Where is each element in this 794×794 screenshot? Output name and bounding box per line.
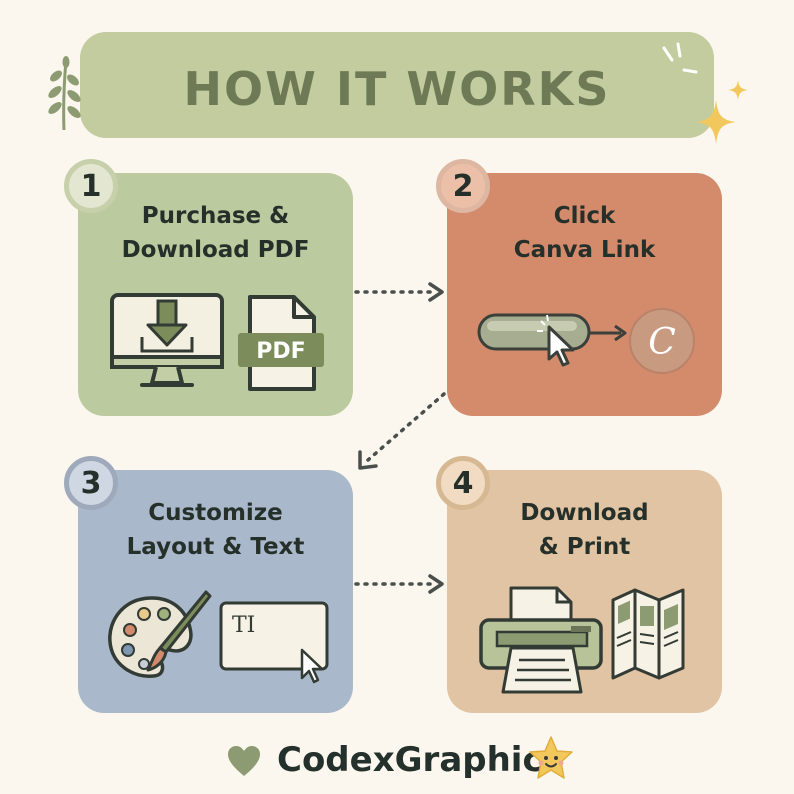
text-box-label: TI — [232, 613, 255, 638]
canva-letter: C — [648, 322, 676, 363]
page-title: HOW IT WORKS — [183, 62, 611, 116]
step-title: Download & Print — [447, 496, 722, 564]
arrow-step1-to-step2 — [354, 282, 444, 302]
arrow-step2-to-step3 — [358, 392, 446, 470]
printer-icon — [479, 586, 603, 694]
step-title: Customize Layout & Text — [78, 496, 353, 564]
star-face-icon — [529, 736, 573, 779]
step-number-badge: 1 — [64, 159, 118, 213]
paint-palette-icon — [108, 590, 212, 678]
header-banner: HOW IT WORKS — [80, 32, 714, 138]
arrow-step3-to-step4 — [354, 574, 444, 594]
step-title-line: Download — [520, 500, 649, 526]
sparkle-stars-icon — [662, 42, 748, 144]
canva-logo-icon: C — [629, 308, 695, 374]
step-title-line: Canva Link — [513, 237, 656, 263]
leaf-sprig-icon — [48, 56, 81, 131]
footer-brand: CodexGraphic — [277, 740, 543, 780]
heart-icon — [228, 746, 260, 776]
step-title-line: Click — [553, 203, 616, 229]
pdf-file-icon: PDF — [238, 295, 324, 391]
step-title-line: Download PDF — [121, 237, 310, 263]
folded-brochure-icon — [611, 588, 685, 680]
step-title-line: & Print — [538, 534, 631, 560]
step-card-4: Download & Print — [447, 470, 722, 713]
step-title: Purchase & Download PDF — [78, 199, 353, 267]
step-number-badge: 2 — [436, 159, 490, 213]
pdf-label: PDF — [256, 339, 305, 364]
link-button-cursor-icon — [477, 313, 627, 367]
step-title-line: Customize — [148, 500, 283, 526]
step-number-badge: 3 — [64, 456, 118, 510]
step-card-3: Customize Layout & Text TI — [78, 470, 353, 713]
step-title: Click Canva Link — [447, 199, 722, 267]
text-box-icon: TI — [219, 601, 329, 684]
monitor-download-icon — [110, 293, 224, 387]
step-title-line: Layout & Text — [126, 534, 305, 560]
step-title-line: Purchase & — [141, 203, 290, 229]
step-number-badge: 4 — [436, 456, 490, 510]
step-card-1: Purchase & Download PDF PDF — [78, 173, 353, 416]
step-card-2: Click Canva Link C — [447, 173, 722, 416]
